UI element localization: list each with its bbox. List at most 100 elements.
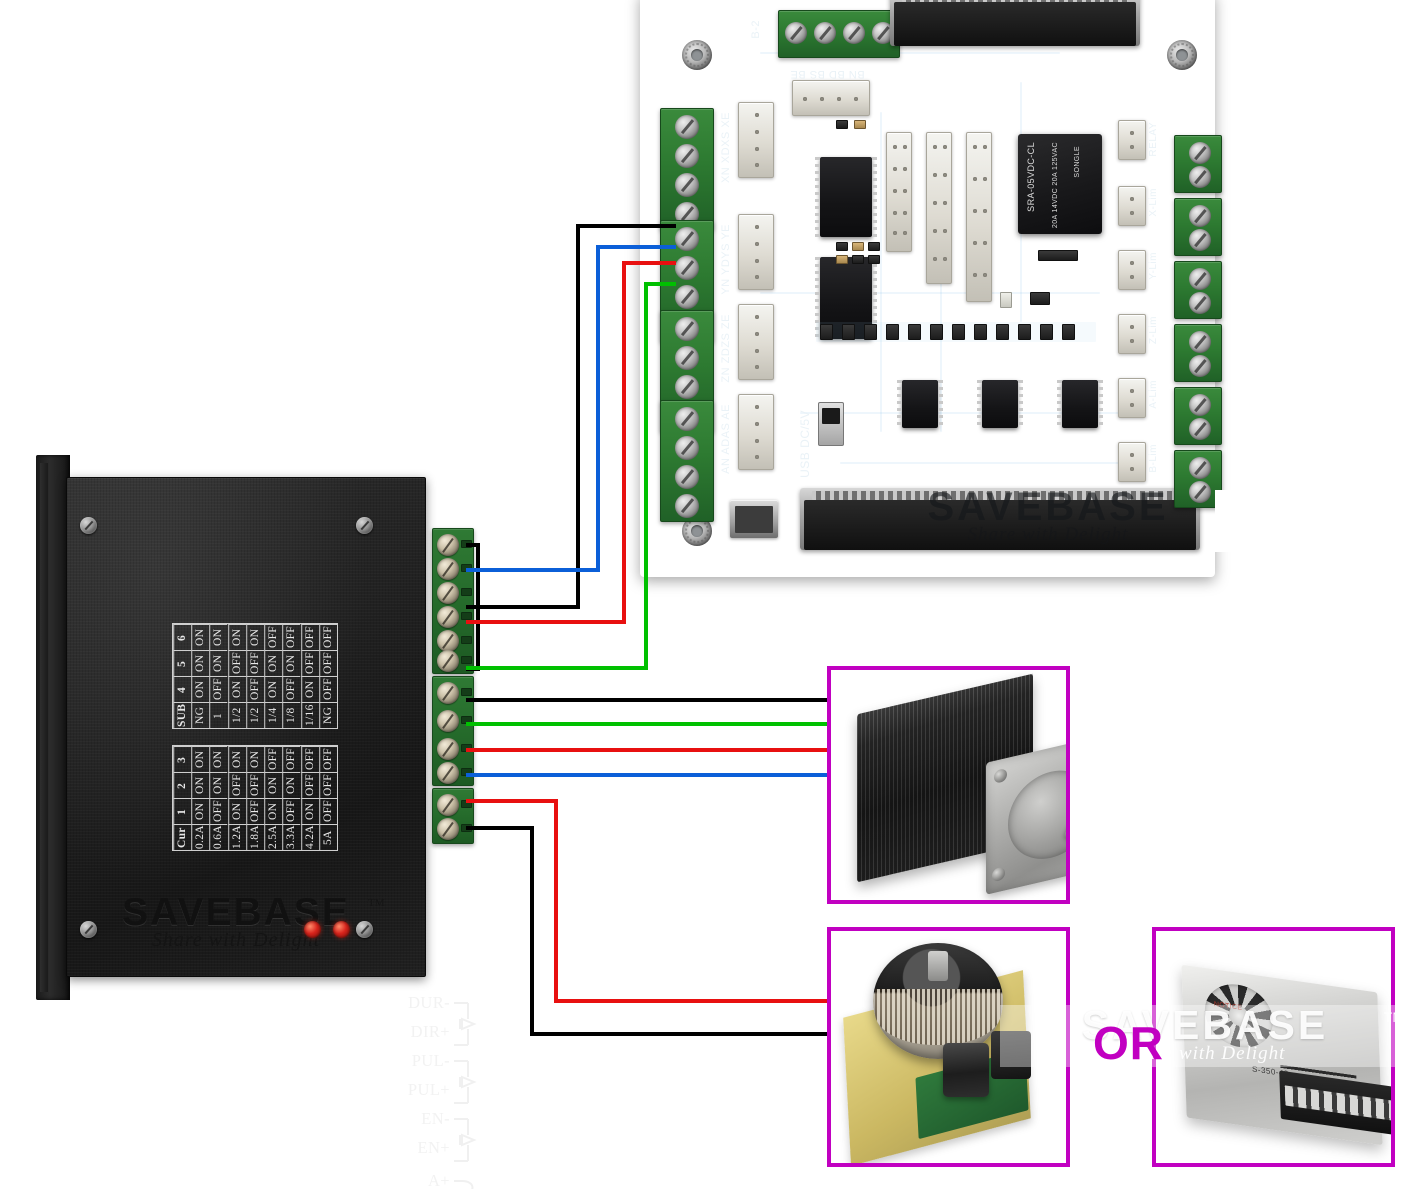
- dip-value-cell: OFF: [245, 798, 265, 824]
- terminal-2pin-relay[interactable]: [1174, 135, 1222, 193]
- header-connector-a[interactable]: [738, 394, 774, 470]
- dip-value-cell: OFF: [264, 624, 283, 650]
- power-led: [333, 921, 350, 938]
- dip-value-cell: 1.8A: [245, 824, 265, 850]
- dip-value-cell: OFF: [209, 676, 228, 702]
- dip-value-cell: ON: [209, 624, 228, 650]
- limit-header[interactable]: [1118, 442, 1146, 482]
- silk-z-axis: ZN ZDZS ZE: [720, 314, 732, 383]
- dip-value-cell: ON: [282, 650, 301, 676]
- dip-value-cell: 4.2A: [300, 824, 319, 850]
- db9-connector-top[interactable]: [890, 0, 1140, 46]
- header-connector-x[interactable]: [738, 102, 774, 178]
- dip-value-cell: OFF: [300, 772, 319, 798]
- dip-header-cell: SUB: [173, 702, 192, 728]
- usb-mini-connector[interactable]: [730, 500, 778, 538]
- silk-x-axis: XN XDXS XE: [720, 112, 732, 184]
- dip-header-cell: 2: [173, 772, 192, 798]
- optocoupler-symbol: [454, 1118, 477, 1162]
- dip-value-cell: 1: [209, 702, 228, 728]
- terminal-2pin-ylim[interactable]: [1174, 261, 1222, 319]
- dip-value-cell: ON: [209, 772, 228, 798]
- optocoupler-symbol: [454, 1060, 477, 1104]
- idc-header[interactable]: [966, 132, 992, 302]
- terminal-2pin-alim[interactable]: [1174, 387, 1222, 445]
- dip-value-cell: ON: [264, 798, 283, 824]
- dip-value-cell: OFF: [282, 624, 301, 650]
- terminal-label-pul: PUL+: [407, 1080, 450, 1099]
- dip-value-cell: ON: [191, 676, 210, 702]
- optocoupler-symbol: [454, 1002, 477, 1046]
- dip-value-cell: OFF: [245, 650, 265, 676]
- silk-b-lim: B-Lim: [1148, 444, 1159, 473]
- terminal-label-dur: DUR-: [408, 993, 450, 1012]
- filter-capacitor: [943, 1043, 989, 1097]
- terminal-2pin-zlim[interactable]: [1174, 324, 1222, 382]
- terminal-2pin-xlim[interactable]: [1174, 198, 1222, 256]
- driver-terminal-motor[interactable]: [432, 676, 474, 786]
- terminal-2pin-blim[interactable]: [1174, 450, 1222, 508]
- dip-value-cell: OFF: [245, 676, 265, 702]
- switching-psu-photo: NOTICE S-350-48: [1152, 927, 1395, 1167]
- dip-value-cell: OFF: [245, 772, 265, 798]
- idc-header[interactable]: [886, 132, 912, 252]
- cooling-fan: [1203, 979, 1274, 1052]
- header-connector-y[interactable]: [738, 214, 774, 290]
- driver-terminal-power[interactable]: [432, 788, 474, 844]
- limit-header[interactable]: [1118, 186, 1146, 226]
- silk-a-axis: AN ADAS AE: [720, 404, 732, 474]
- transformer-winding: [875, 989, 1001, 1045]
- limit-header[interactable]: [1118, 120, 1146, 160]
- dip-value-cell: OFF: [300, 650, 319, 676]
- dip-value-cell: ON: [191, 798, 210, 824]
- terminal-label-en: EN-: [421, 1109, 450, 1128]
- terminal-block-b2[interactable]: [778, 10, 900, 58]
- limit-header[interactable]: [1118, 250, 1146, 290]
- silk-relay: RELAY: [1148, 122, 1159, 157]
- dip-value-cell: ON: [264, 676, 283, 702]
- silk-z-lim: Z-Lim: [1148, 316, 1159, 345]
- dip-value-cell: 1/8: [282, 702, 301, 728]
- terminal-label-en: EN+: [417, 1138, 450, 1157]
- dip-value-cell: ON: [227, 624, 246, 650]
- watermark-white-band: [1215, 490, 1410, 552]
- db25-connector[interactable]: [800, 488, 1200, 550]
- case-screw: [80, 517, 97, 534]
- dip-value-cell: OFF: [318, 746, 337, 772]
- silk-b2-pins: BN BD BS BE: [790, 68, 865, 80]
- silk-x-lim: X-Lim: [1148, 188, 1159, 217]
- driver-terminal-signal[interactable]: [432, 528, 474, 674]
- limit-header[interactable]: [1118, 378, 1146, 418]
- header-connector[interactable]: [792, 80, 870, 116]
- dip-value-cell: ON: [227, 746, 246, 772]
- dip-value-cell: ON: [264, 650, 283, 676]
- dip-value-cell: ON: [264, 772, 283, 798]
- case-screw: [356, 921, 373, 938]
- dip-value-cell: 2.5A: [264, 824, 283, 850]
- toroidal-psu-photo: [827, 927, 1070, 1167]
- terminal-block-a[interactable]: [660, 400, 714, 522]
- cnc-breakout-board: B-2 BN BD BS BE XN XDXS XE X-1 YN YDYS Y…: [640, 0, 1215, 577]
- dip-header-cell: 6: [173, 624, 192, 650]
- limit-header[interactable]: [1118, 314, 1146, 354]
- or-label: OR: [1093, 1017, 1164, 1069]
- dip-value-cell: OFF: [227, 772, 246, 798]
- power-select-switch[interactable]: [818, 402, 844, 446]
- case-screw: [80, 921, 97, 938]
- trademark-symbol: TM: [368, 897, 385, 909]
- dip-value-cell: OFF: [318, 624, 337, 650]
- dip-value-cell: OFF: [227, 650, 246, 676]
- relay-part-number: SRA-05VDC-CL: [1026, 142, 1036, 212]
- terminal-block-x[interactable]: [660, 108, 714, 230]
- header-connector-z[interactable]: [738, 304, 774, 380]
- idc-header[interactable]: [926, 132, 952, 284]
- silk-y-axis: YN YDYS YE: [720, 224, 732, 295]
- dip-value-cell: OFF: [318, 650, 337, 676]
- dip-value-cell: ON: [245, 624, 265, 650]
- dip-value-cell: ON: [282, 772, 301, 798]
- silk-a-lim: A-Lim: [1148, 380, 1159, 409]
- dip-value-cell: OFF: [282, 676, 301, 702]
